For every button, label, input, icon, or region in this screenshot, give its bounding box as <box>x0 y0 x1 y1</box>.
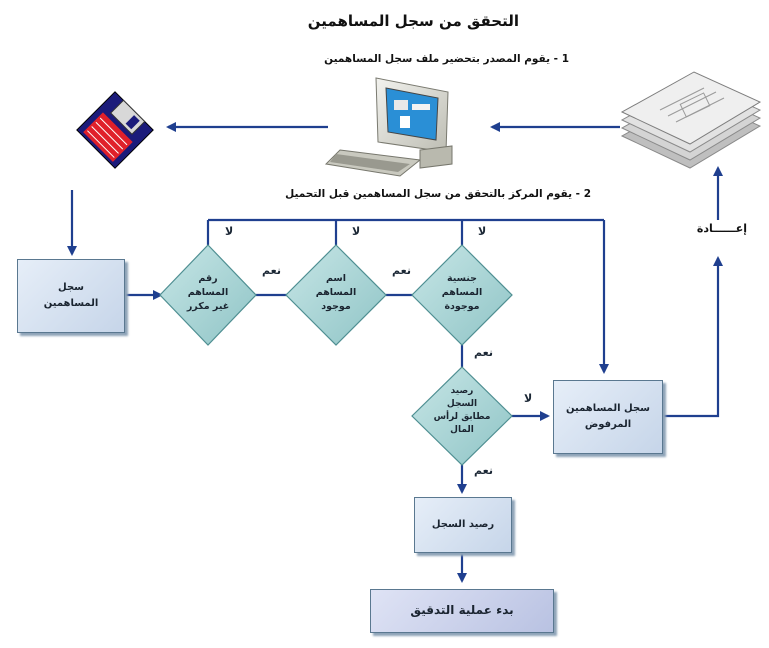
register-balance-box: رصيد السجل <box>414 497 512 553</box>
no-label-nationality: لا <box>478 225 487 238</box>
document-stack-icon <box>620 71 762 169</box>
decision-number-label: رقم المساهم غير مكرر <box>186 273 230 312</box>
decision-balance-diamond <box>411 366 513 466</box>
yes-label-name-to-number: نعم <box>262 264 281 277</box>
shareholders-register-box: سجل المساهمين <box>17 259 125 333</box>
arrow-rejected-to-return <box>664 256 723 418</box>
no-label-name: لا <box>352 225 361 238</box>
no-label-number: لا <box>225 225 234 238</box>
return-label: إعــــــادة <box>696 222 747 235</box>
computer-icon <box>324 77 453 177</box>
yes-label-nationality-to-balance: نعم <box>474 346 493 359</box>
page-title: التحقق من سجل المساهمين <box>307 12 519 30</box>
decision-balance-label: رصيد السجل مطابق لرأس المال <box>433 386 491 436</box>
rejected-register-box: سجل المساهمين المرفوض <box>553 380 663 454</box>
decision-name-diamond <box>285 244 387 346</box>
floppy-disk-icon <box>76 91 154 169</box>
start-audit-box: بدء عملية التدقيق <box>370 589 554 633</box>
decision-nationality-diamond <box>411 244 513 346</box>
decision-number-diamond <box>159 244 257 346</box>
decision-nationality-label: جنسية المساهم موجودة <box>441 273 483 312</box>
no-label-balance: لا <box>524 392 533 405</box>
step-2-label: 2 - يقوم المركز بالتحقق من سجل المساهمين… <box>285 188 591 200</box>
decision-name-label: اسم المساهم موجود <box>315 273 357 312</box>
yes-label-nationality-to-name: نعم <box>392 264 411 277</box>
connectors <box>67 122 723 583</box>
yes-label-balance-to-box: نعم <box>474 464 493 477</box>
decisions <box>159 244 513 466</box>
step-1-label: 1 - يقوم المصدر بتحضير ملف سجل المساهمين <box>324 53 569 65</box>
